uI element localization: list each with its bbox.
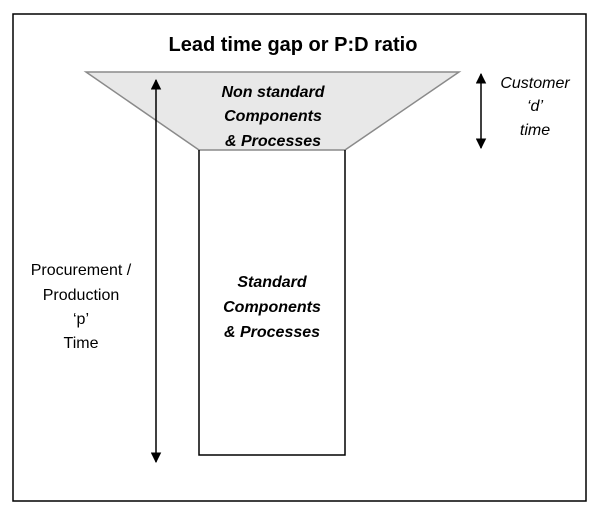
procurement-label-line-3: ‘p’ xyxy=(73,311,89,328)
funnel-stem-shape xyxy=(198,150,346,456)
bottom-section-label-line-1: Standard xyxy=(237,274,308,291)
customer-label-line-1: Customer xyxy=(500,75,570,92)
bottom-section-label-line-2: Components xyxy=(223,299,321,316)
procurement-label-line-2: Production xyxy=(43,287,120,304)
top-section-label-line-1: Non standard xyxy=(221,84,325,101)
top-section-label-line-3: & Processes xyxy=(225,133,321,150)
procurement-label-line-4: Time xyxy=(64,335,99,352)
procurement-label-line-1: Procurement / xyxy=(31,262,132,279)
diagram-title: Lead time gap or P:D ratio xyxy=(169,34,418,56)
bottom-section-label-line-3: & Processes xyxy=(224,324,320,341)
customer-label-line-2: ‘d’ xyxy=(527,98,543,115)
customer-label-line-3: time xyxy=(520,122,550,139)
top-section-label-line-2: Components xyxy=(224,108,322,125)
